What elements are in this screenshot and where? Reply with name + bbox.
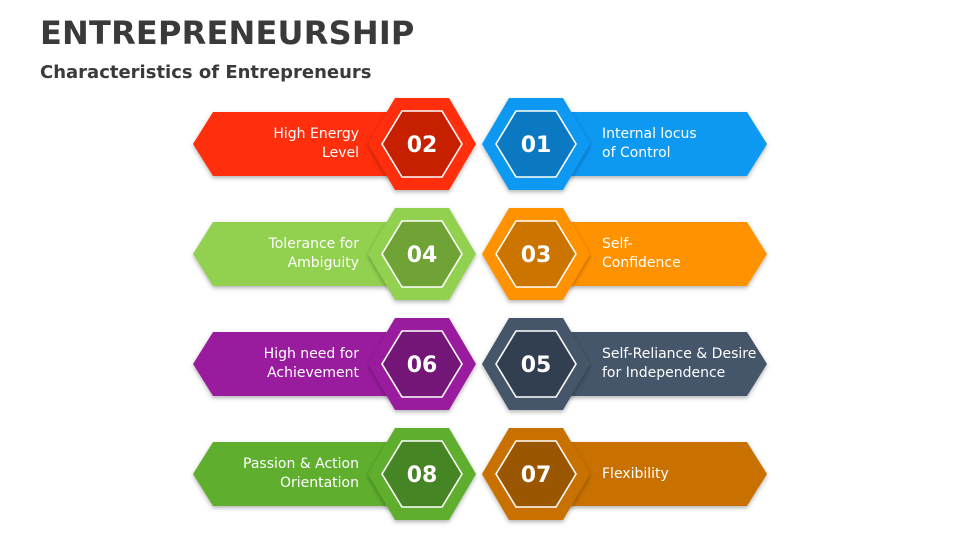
number-01: 01 xyxy=(521,133,552,158)
characteristic-03: 03 xyxy=(482,208,767,300)
label-05: Self-Reliance & Desire for Independence xyxy=(602,334,764,394)
inner-hexagon-07 xyxy=(495,440,577,508)
label-line: Achievement xyxy=(267,365,359,381)
number-08: 08 xyxy=(407,463,438,488)
banner-06 xyxy=(193,332,420,396)
label-line: Tolerance for xyxy=(268,236,359,252)
label-line: for Independence xyxy=(602,365,726,381)
characteristic-08: 08 xyxy=(193,428,476,520)
label-line: High Energy xyxy=(273,126,359,142)
number-05: 05 xyxy=(521,353,552,378)
characteristic-05: 05 xyxy=(482,318,767,410)
characteristic-01: 01 xyxy=(482,98,767,190)
label-line: Passion & Action xyxy=(243,456,359,472)
banner-08 xyxy=(193,442,420,506)
label-01: Internal locus of Control xyxy=(602,114,764,174)
label-07: Flexibility xyxy=(602,444,764,504)
banner-04 xyxy=(193,222,420,286)
label-03: Self- Confidence xyxy=(602,224,764,284)
inner-hexagon-04 xyxy=(381,220,463,288)
characteristic-04: 04 xyxy=(193,208,476,300)
inner-hexagon-02 xyxy=(381,110,463,178)
number-04: 04 xyxy=(407,243,438,268)
page-title: ENTREPRENEURSHIP xyxy=(40,14,415,52)
number-03: 03 xyxy=(521,243,552,268)
label-line: High need for xyxy=(263,346,359,362)
label-line: Internal locus xyxy=(602,126,697,142)
label-line: Level xyxy=(322,145,359,161)
label-line: Self-Reliance & Desire xyxy=(602,346,757,362)
characteristic-07: 07 xyxy=(482,428,767,520)
inner-hexagon-01 xyxy=(495,110,577,178)
page-subtitle: Characteristics of Entrepreneurs xyxy=(40,62,372,83)
number-06: 06 xyxy=(407,353,438,378)
characteristic-02: 02 xyxy=(193,98,476,190)
label-line: Self- xyxy=(602,236,633,252)
label-line: Orientation xyxy=(279,475,359,491)
banner-07 xyxy=(540,442,767,506)
label-line: Ambiguity xyxy=(287,255,359,271)
inner-hexagon-05 xyxy=(495,330,577,398)
banner-05 xyxy=(540,332,767,396)
inner-hexagon-06 xyxy=(381,330,463,398)
inner-hexagon-08 xyxy=(381,440,463,508)
characteristic-06: 06 xyxy=(193,318,476,410)
label-line: Flexibility xyxy=(602,465,669,482)
inner-hexagon-03 xyxy=(495,220,577,288)
banner-03 xyxy=(540,222,767,286)
number-07: 07 xyxy=(521,463,552,488)
banner-02 xyxy=(193,112,420,176)
label-line: of Control xyxy=(602,145,671,161)
label-line: Confidence xyxy=(602,255,681,271)
number-02: 02 xyxy=(407,133,438,158)
banner-01 xyxy=(540,112,767,176)
